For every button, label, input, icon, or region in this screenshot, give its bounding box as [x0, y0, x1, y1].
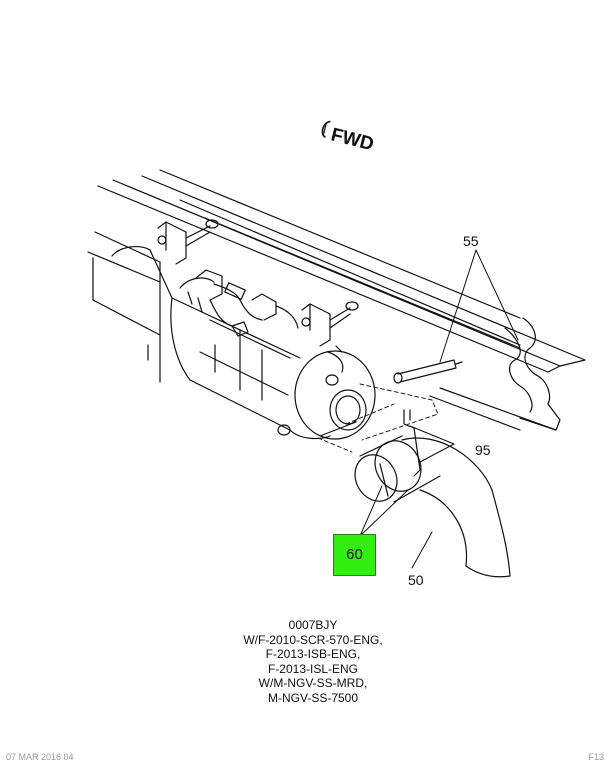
- aftertreatment-canister: [111, 246, 376, 440]
- caption-line: F-2013-ISB-ENG,: [265, 647, 361, 661]
- callout-55: 55: [463, 233, 479, 249]
- callout-leaders: [359, 249, 519, 569]
- exhaust-pipe: [354, 435, 511, 578]
- callout-60: 60: [346, 546, 363, 563]
- mounting-bracket-rear: [301, 301, 359, 347]
- caption-line: W/M-NGV-SS-MRD,: [258, 676, 368, 690]
- callout-50: 50: [408, 572, 424, 588]
- callout-95: 95: [475, 442, 491, 458]
- highlighted-callout-60[interactable]: 60: [333, 534, 376, 576]
- drawing-caption: 0007BJY W/F-2010-SCR-570-ENG, F-2013-ISB…: [200, 618, 426, 705]
- frame-rail: [97, 169, 586, 431]
- caption-line: W/F-2010-SCR-570-ENG,: [243, 632, 383, 647]
- mounting-bracket-front: [157, 219, 219, 265]
- exploded-view-leaders: [317, 383, 439, 453]
- footer-page: F13: [588, 752, 604, 761]
- sensor-wiring-harness: [179, 269, 299, 337]
- forward-label: FWD: [329, 124, 376, 155]
- footer-date: 07 MAR 2016 04: [6, 752, 74, 761]
- caption-line: 0007BJY: [288, 618, 338, 632]
- caption-line: M-NGV-SS-7500: [267, 690, 359, 705]
- forward-arrow-icon: [321, 120, 331, 138]
- caption-line: F-2013-ISL-ENG: [267, 661, 359, 676]
- mounting-bolt: [393, 359, 463, 384]
- rear-frame-rail: [87, 231, 161, 383]
